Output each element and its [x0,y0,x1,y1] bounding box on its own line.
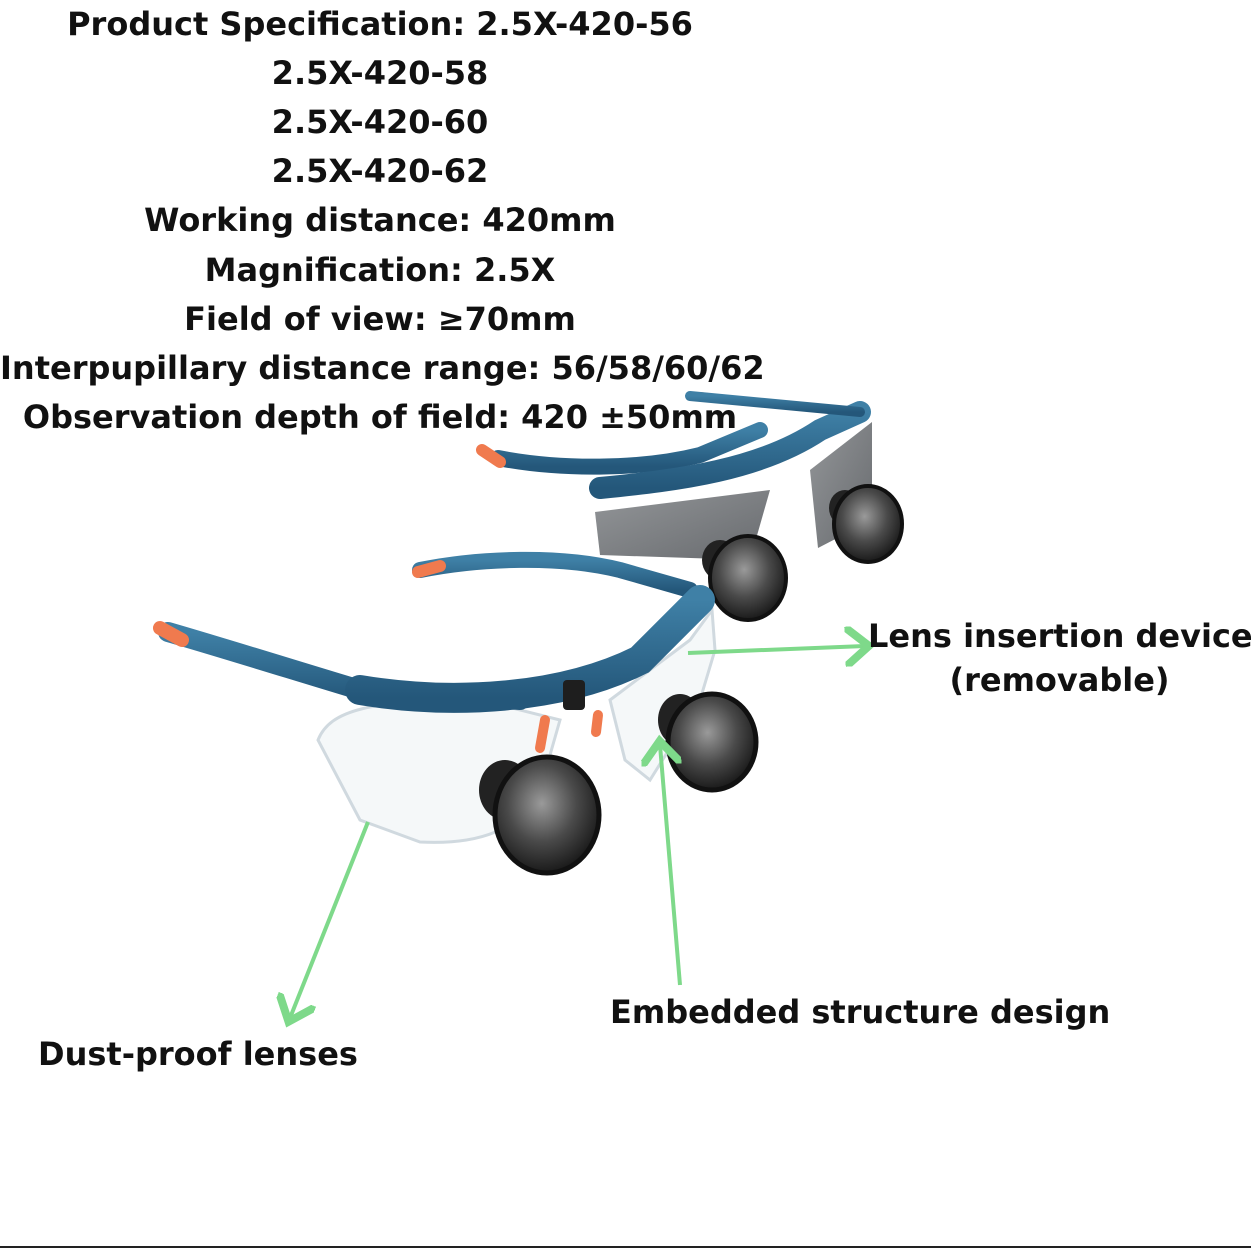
spec-working-distance: Working distance: 420mm [144,201,616,239]
arrow-up-icon [660,745,682,986]
callout-lens-insertion: Lens insertion device (removable) [868,614,1251,702]
spec-variant-60: 2.5X-420-60 [271,103,489,141]
spec-magnification: Magnification: 2.5X [204,251,556,289]
back-loupe-right [829,484,904,564]
spec-product-specification: Product Specification: 2.5X-420-56 [67,5,693,43]
front-loupe-right [658,691,759,793]
back-loupe-left [702,534,788,622]
spec-variant-58: 2.5X-420-58 [271,54,489,92]
spec-interpupillary-range: Interpupillary distance range: 56/58/60/… [0,349,765,387]
callout-dust-proof: Dust-proof lenses [38,1035,358,1073]
callout-embedded-structure: Embedded structure design [610,993,1111,1031]
arrow-right-icon [687,646,865,653]
back-loupe-glasses [476,391,904,622]
bottom-divider [0,1246,1251,1248]
arrow-down-icon [290,821,370,1018]
front-loupe-left [479,754,602,876]
callout-lens-insertion-line1: Lens insertion device [868,617,1251,655]
callout-lens-insertion-line2: (removable) [949,661,1170,699]
spec-field-of-view: Field of view: ≥70mm [184,300,576,338]
spec-depth-of-field: Observation depth of field: 420 ±50mm [22,398,738,436]
spec-variant-62: 2.5X-420-62 [271,152,489,190]
